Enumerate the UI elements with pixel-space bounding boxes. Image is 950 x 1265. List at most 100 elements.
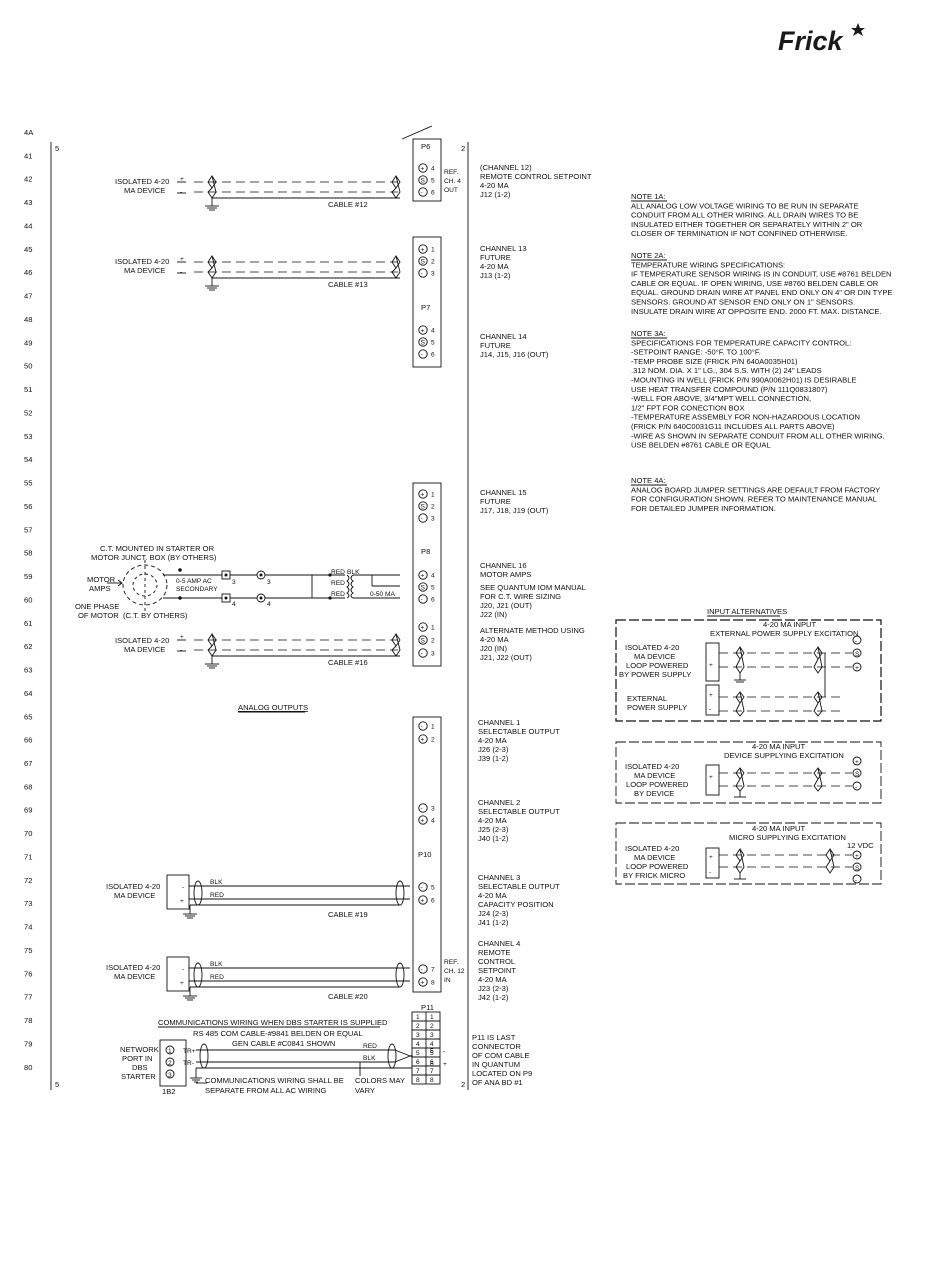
out-ch4-device-line2: MA DEVICE: [114, 972, 155, 981]
terminal-symbol: S: [421, 585, 426, 592]
row-number: 42: [24, 175, 32, 184]
board-terminal-icon: [418, 594, 428, 604]
svg-text:+: +: [180, 256, 184, 263]
ch16-ct-note-line2: MOTOR JUNCT. BOX (BY OTHERS): [91, 553, 217, 562]
svg-text:-: -: [180, 189, 182, 196]
terminal-number: 5: [431, 585, 435, 592]
board-label-p8: P8: [421, 547, 430, 556]
note-line: -MOUNTING IN WELL (FRICK P/N 990A0062H01…: [631, 376, 856, 385]
comms-title: COMMUNICATIONS WIRING WHEN DBS STARTER I…: [158, 1018, 388, 1027]
ch16alt-device-line2: MA DEVICE: [124, 645, 165, 654]
ch16-term4-label: 4: [232, 601, 236, 608]
out-ch2-desc-line4: J25 (2-3): [478, 825, 509, 834]
out-ch3-cable-label: CABLE #19: [328, 910, 368, 919]
channel-14-input: CHANNEL 14 FUTURE J14, J15, J16 (OUT): [480, 332, 549, 359]
board-terminal-icon: [418, 325, 428, 335]
frick-logo: Frick: [778, 23, 865, 56]
row-number: 4A: [24, 128, 34, 137]
alt-ext-device-line2: MA DEVICE: [634, 652, 675, 661]
ch12-device-line1: ISOLATED 4-20: [115, 177, 169, 186]
note-line: .312 NOM. DIA. X 1" LG., 304 S.S. WITH (…: [631, 366, 822, 375]
svg-text:+: +: [180, 176, 184, 183]
zone-label-left-top: 5: [55, 144, 59, 153]
ch16-secondary-line1: 0-5 AMP AC: [176, 578, 212, 585]
row-number: 75: [24, 946, 32, 955]
terminal-symbol: -: [421, 271, 423, 278]
p11-row-right: 4: [430, 1041, 434, 1048]
svg-text:-: -: [855, 638, 857, 645]
p11-note-line2: CONNECTOR: [472, 1042, 521, 1051]
ch12-ref-line2: CH. 4: [444, 178, 461, 185]
terminal-number: 4: [431, 166, 435, 173]
ch16-burden-label: 0-50 MA: [370, 591, 396, 598]
p11-note-line5: LOCATED ON P9: [472, 1069, 532, 1078]
alt-ext-frame: [615, 619, 882, 722]
board-terminal-icon: [418, 570, 428, 580]
svg-text:-: -: [709, 869, 711, 876]
row-number: 43: [24, 198, 32, 207]
comms-note1-line2: SEPARATE FROM ALL AC WIRING: [205, 1086, 326, 1095]
svg-text:+: +: [709, 692, 713, 699]
svg-text:-: -: [443, 1048, 445, 1055]
logo-star-icon: [851, 23, 865, 36]
board-terminal-icon: [418, 895, 428, 905]
terminal-number: 1: [431, 492, 435, 499]
terminal-symbol: -: [421, 597, 423, 604]
input-alternatives: INPUT ALTERNATIVES 4-20 MA INPUT EXTERNA…: [615, 607, 882, 885]
terminal-symbol: -: [421, 724, 423, 731]
note-line: -WIRE AS SHOWN IN SEPARATE CONDUIT FROM …: [631, 431, 885, 440]
ch12-cable-label: CABLE #12: [328, 200, 368, 209]
note-line: IF TEMPERATURE SENSOR WIRING IS IN CONDU…: [631, 270, 892, 279]
ch15-desc-line2: FUTURE: [480, 497, 511, 506]
out-ch4-device-line1: ISOLATED 4-20: [106, 963, 160, 972]
ch13-desc-line1: CHANNEL 13: [480, 244, 527, 253]
row-number: 50: [24, 362, 32, 371]
comms-tb-label: 1B2: [162, 1087, 176, 1096]
alt-micro-vdc-label: 12 VDC: [847, 841, 874, 850]
terminal-symbol: +: [421, 737, 425, 744]
alt-micro-device-line4: BY FRICK MICRO: [623, 871, 685, 880]
board-terminal-icon: [418, 721, 428, 731]
p11-row-left: 6: [416, 1059, 420, 1066]
out-ch3-blk-label: BLK: [210, 879, 223, 886]
p11-note-line6: OF ANA BD #1: [472, 1078, 523, 1087]
board-terminal-icon: [418, 622, 428, 632]
p11-row-left: 4: [416, 1041, 420, 1048]
out-ch3-desc-line2: SELECTABLE OUTPUT: [478, 882, 560, 891]
p11-row-right: 7: [430, 1068, 434, 1075]
comms-pin2: 2: [168, 1060, 172, 1067]
out-ch3-desc-line5: J24 (2-3): [478, 909, 509, 918]
board-terminal-icon: [418, 635, 428, 645]
ch13-device-line1: ISOLATED 4-20: [115, 257, 169, 266]
out-ch2-desc-line5: J40 (1-2): [478, 834, 509, 843]
ch16-desc-line3: SEE QUANTUM IOM MANUAL: [480, 583, 586, 592]
out-ch2-desc-line3: 4-20 MA: [478, 816, 508, 825]
ch16-red-label2: RED: [331, 580, 345, 587]
row-number: 74: [24, 923, 32, 932]
alternatives-heading: INPUT ALTERNATIVES: [707, 607, 787, 616]
out-ch4-desc-line1: CHANNEL 4: [478, 939, 520, 948]
p11-row-left: 8: [416, 1077, 420, 1084]
note-line: -WELL FOR ABOVE, 3/4"MPT WELL CONNECTION…: [631, 394, 811, 403]
zone-label-left-bottom: 5: [55, 1080, 59, 1089]
board-terminal-icon: [418, 964, 428, 974]
out-ch3-device-line1: ISOLATED 4-20: [106, 882, 160, 891]
alt-ext-title-line1: 4-20 MA INPUT: [763, 620, 817, 629]
ch14-desc-line2: FUTURE: [480, 341, 511, 350]
svg-text:5: 5: [430, 1048, 434, 1055]
terminal-number: 8: [431, 980, 435, 987]
channel-15-input: CHANNEL 15 FUTURE J17, J18, J19 (OUT): [480, 488, 549, 515]
channel-16-input: C.T. MOUNTED IN STARTER OR MOTOR JUNCT. …: [75, 544, 586, 620]
row-number: 72: [24, 876, 32, 885]
communications-wiring: COMMUNICATIONS WIRING WHEN DBS STARTER I…: [120, 1003, 532, 1096]
ch16-term3-label: 3: [232, 579, 236, 586]
svg-text:+: +: [855, 665, 859, 672]
alt-ext-title-line2: EXTERNAL POWER SUPPLY EXCITATION: [710, 629, 859, 638]
out-ch4-ref-line1: REF.: [444, 959, 458, 966]
terminal-number: 7: [431, 967, 435, 974]
terminal-number: 4: [431, 328, 435, 335]
ch14-desc-line1: CHANNEL 14: [480, 332, 527, 341]
svg-text:+: +: [709, 774, 713, 781]
